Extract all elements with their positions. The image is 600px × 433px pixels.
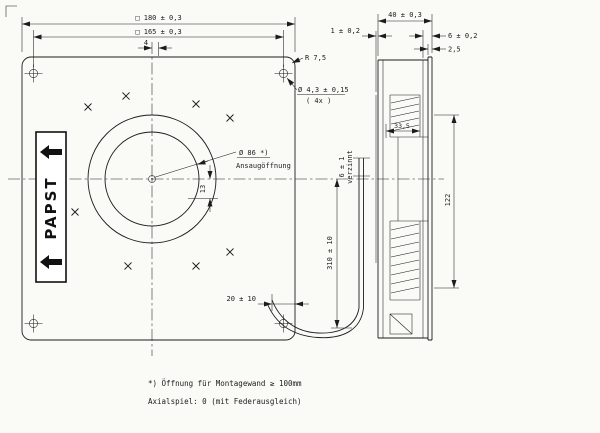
front-view-dimensions: □ 180 ± 0,3 □ 165 ± 0,3 4 R 7,5 Ø 4,3 ± … xyxy=(21,14,370,339)
dim-intake-dia: Ø 86 *) Ansaugöffnung xyxy=(153,149,291,178)
brand-label: PAPST xyxy=(35,131,67,283)
side-view xyxy=(375,56,433,341)
dim-hole-count-label: ( 4x ) xyxy=(306,97,331,105)
corner-holes xyxy=(24,64,293,333)
brand-label-plate xyxy=(35,131,67,283)
dim-depth-label: 40 ± 0,3 xyxy=(388,11,422,19)
dim-impeller-depth: 33,5 xyxy=(385,122,420,138)
dim-hole-dia-label: Ø 4,3 ± 0,15 xyxy=(298,86,349,94)
intake-opening xyxy=(87,114,217,244)
dim-cable-length: 310 ± 10 xyxy=(326,179,352,329)
notes: *) Öffnung für Montagewand ≥ 100mm Axial… xyxy=(148,379,302,406)
dim-cable-length-label: 310 ± 10 xyxy=(326,236,334,270)
dim-center-offset: 13 xyxy=(188,165,218,212)
dim-cable-exit-label: 20 ± 10 xyxy=(226,295,256,303)
frame-corner-mark xyxy=(5,5,17,17)
spot-marks xyxy=(71,92,234,270)
intake-opening-label: Ansaugöffnung xyxy=(236,162,291,170)
mounting-hole xyxy=(24,314,43,333)
dim-center-offset-label: 13 xyxy=(199,185,207,193)
dim-hole-pitch-label: □ 165 ± 0,3 xyxy=(135,28,181,36)
arrow-left-icon xyxy=(40,255,62,269)
side-view-dimensions: 40 ± 0,3 1 ± 0,2 6 ± 0,2 2,5 33,5 xyxy=(330,11,478,289)
arrow-left-icon xyxy=(40,145,62,159)
wire-finish-label: verzinnt xyxy=(346,150,354,184)
dim-wire-strip-label: 6 ± 1 xyxy=(338,156,346,177)
dim-housing-height-label: 122 xyxy=(444,194,452,207)
dim-intake-dia-label: Ø 86 *) xyxy=(239,149,269,157)
dim-flange-offset: 6 ± 0,2 xyxy=(409,30,478,58)
dim-corner-radius-label: R 7,5 xyxy=(305,54,326,62)
brand-text: PAPST xyxy=(42,176,60,239)
opening-note: *) Öffnung für Montagewand ≥ 100mm xyxy=(148,379,302,388)
dim-outer-square-label: □ 180 ± 0,3 xyxy=(135,14,181,22)
dim-outer-square: □ 180 ± 0,3 xyxy=(21,14,296,52)
mounting-plate xyxy=(21,56,296,341)
dim-flange-offset-label: 6 ± 0,2 xyxy=(448,32,478,40)
front-view: PAPST xyxy=(8,42,444,356)
cable-clamp xyxy=(389,313,413,335)
dim-offset-label: 4 xyxy=(144,39,148,47)
dim-housing-height: 122 xyxy=(434,114,459,289)
center-lines xyxy=(8,42,444,356)
axial-play-note: Axialspiel: 0 (mit Federausgleich) xyxy=(148,397,302,406)
mounting-hole xyxy=(24,64,43,83)
dim-impeller-depth-label: 33,5 xyxy=(394,122,410,130)
housing-outline xyxy=(375,56,433,341)
mounting-hole xyxy=(274,64,293,83)
dim-cable-exit: 20 ± 10 xyxy=(226,294,309,311)
dim-corner-radius: R 7,5 xyxy=(291,54,326,64)
lead-wires: 6 ± 1 verzinnt xyxy=(266,150,370,339)
dim-plate-thickness: 2,5 xyxy=(414,44,461,55)
dim-offset-4: 4 xyxy=(138,39,172,56)
dim-inlet-protrusion-label: 1 ± 0,2 xyxy=(330,27,360,35)
dim-plate-thickness-label: 2,5 xyxy=(448,46,461,54)
dim-hole-pitch: □ 165 ± 0,3 xyxy=(33,28,284,67)
impeller-blades xyxy=(390,96,420,294)
impeller-and-motor xyxy=(389,94,428,335)
dim-inlet-protrusion: 1 ± 0,2 xyxy=(330,27,392,92)
dim-hole-dia: Ø 4,3 ± 0,15 ( 4x ) xyxy=(286,77,349,105)
